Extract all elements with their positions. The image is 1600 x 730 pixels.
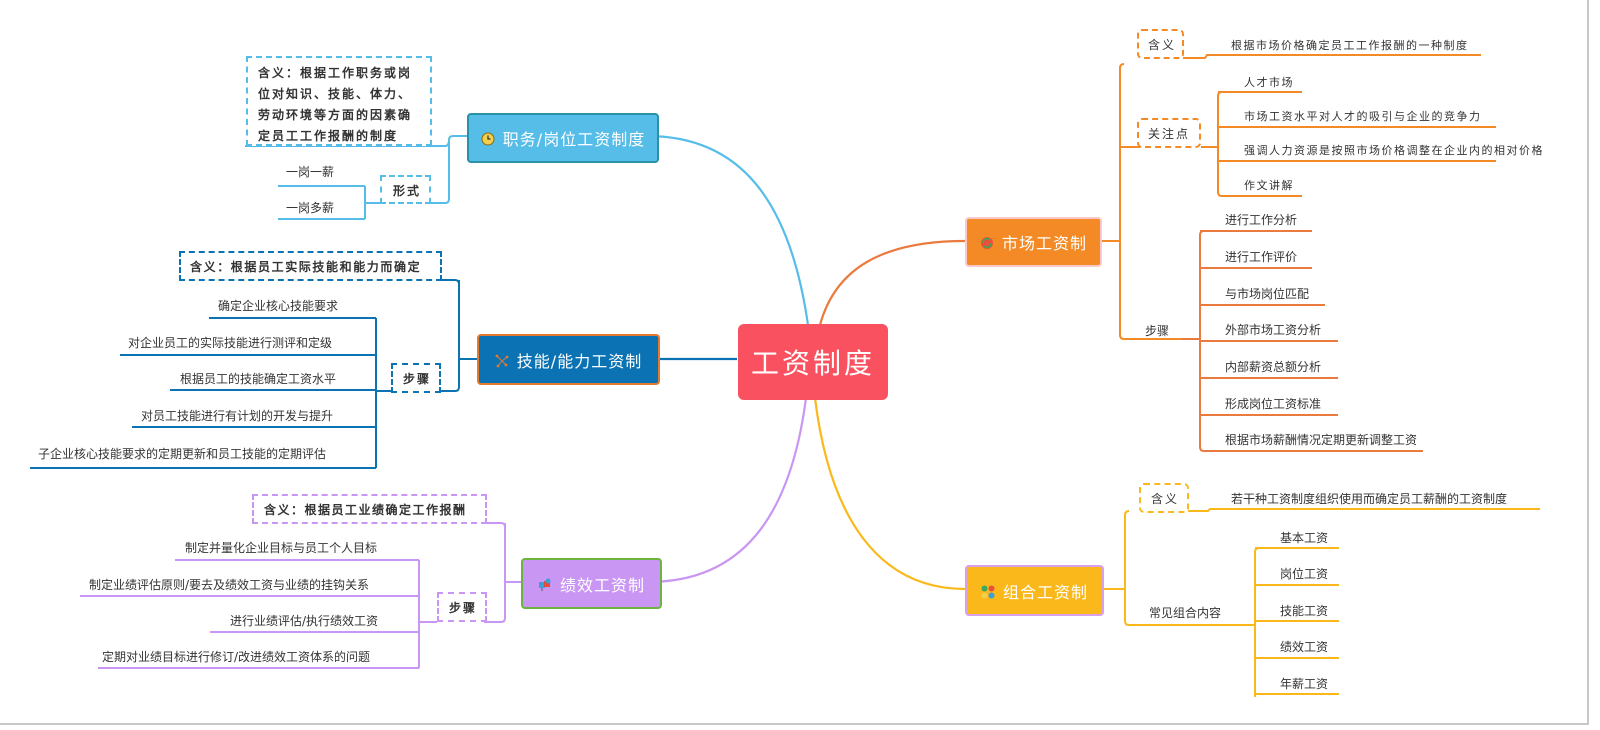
market-step[interactable]: 进行工作评价 <box>1225 250 1298 264</box>
combined-content-item[interactable]: 岗位工资 <box>1280 567 1329 581</box>
combined-meaning-text[interactable]: 若干种工资制度组织使用而确定员工薪酬的工资制度 <box>1231 492 1508 506</box>
clock-icon <box>481 131 495 146</box>
branch-label-market: 市场工资制 <box>1001 234 1087 253</box>
branch-node-position[interactable]: 职务/岗位工资制度 <box>467 113 659 163</box>
market-focus-item[interactable]: 人才市场 <box>1244 76 1294 89</box>
skill-steps-label: 步骤 <box>403 372 432 386</box>
market-meaning-text[interactable]: 根据市场价格确定员工工作报酬的一种制度 <box>1231 39 1469 52</box>
market-step[interactable]: 与市场岗位匹配 <box>1225 287 1310 301</box>
market-steps-label: 步骤 <box>1145 324 1170 338</box>
position-meaning-box[interactable] <box>246 56 432 146</box>
branch-node-market[interactable]: 市场工资制 <box>965 217 1102 267</box>
combined-content-item[interactable]: 基本工资 <box>1280 531 1329 545</box>
performance-step[interactable]: 制定业绩评估原则/要去及绩效工资与业绩的挂钩关系 <box>89 578 370 592</box>
combined-meaning-box[interactable] <box>1139 483 1189 513</box>
skill-step[interactable]: 对企业员工的实际技能进行测评和定级 <box>128 336 333 350</box>
performance-step[interactable]: 制定并量化企业目标与员工个人目标 <box>185 541 378 555</box>
root-node[interactable]: 工资制度 <box>738 324 888 400</box>
branch-node-performance[interactable]: 绩效工资制 <box>521 558 662 609</box>
refresh-icon <box>980 235 994 249</box>
performance-step[interactable]: 定期对业绩目标进行修订/改进绩效工资体系的问题 <box>102 650 371 664</box>
market-focus-item[interactable]: 作文讲解 <box>1244 179 1294 192</box>
position-meaning-text: 含义：根据工作职务或岗 位对知识、技能、体力、 劳动环境等方面的因素确 定员工工… <box>258 66 413 143</box>
branch-label-position: 职务/岗位工资制度 <box>502 130 646 149</box>
position-form-box[interactable] <box>380 175 431 204</box>
market-step[interactable]: 形成岗位工资标准 <box>1225 397 1322 411</box>
performance-meaning-text: 含义：根据员工业绩确定工作报酬 <box>264 503 467 517</box>
skill-meaning-box[interactable] <box>179 251 442 281</box>
performance-steps-label: 步骤 <box>449 601 478 615</box>
skill-steps-box[interactable] <box>391 363 441 393</box>
skill-step[interactable]: 确定企业核心技能要求 <box>218 299 339 313</box>
market-focus-item[interactable]: 强调人力资源是按照市场价格调整在企业内的相对价格 <box>1244 144 1544 157</box>
connector-root-combined <box>813 397 966 591</box>
combined-content-item[interactable]: 技能工资 <box>1280 604 1329 618</box>
branch-node-combined[interactable]: 组合工资制 <box>965 565 1104 616</box>
combined-meaning-label: 含义 <box>1151 492 1180 506</box>
connector-root-performance <box>647 397 808 584</box>
position-form-item[interactable]: 一岗一薪 <box>286 165 335 179</box>
combined-content-item[interactable]: 年薪工资 <box>1280 677 1329 691</box>
combined-content-label: 常见组合内容 <box>1149 606 1222 620</box>
network-icon <box>495 353 509 367</box>
position-form-item[interactable]: 一岗多薪 <box>286 201 335 215</box>
market-meaning-box[interactable] <box>1137 29 1184 59</box>
skill-meaning-text: 含义：根据员工实际技能和能力而确定 <box>190 260 422 274</box>
branch-node-skill[interactable]: 技能/能力工资制 <box>477 334 660 385</box>
connector-root-market <box>818 239 966 326</box>
branch-label-performance: 绩效工资制 <box>559 575 645 595</box>
performance-meaning-box[interactable] <box>252 494 487 524</box>
performance-steps-box[interactable] <box>437 592 487 622</box>
branch-label-combined: 组合工资制 <box>1002 582 1088 602</box>
combined-content-item[interactable]: 绩效工资 <box>1280 640 1329 654</box>
market-step[interactable]: 内部薪资总额分析 <box>1225 360 1322 374</box>
market-step[interactable]: 外部市场工资分析 <box>1225 323 1322 337</box>
market-meaning-label: 含义 <box>1148 38 1177 52</box>
skill-step[interactable]: 子企业核心技能要求的定期更新和员工技能的定期评估 <box>38 447 327 461</box>
grid-icon <box>981 584 995 598</box>
skill-step[interactable]: 根据员工的技能确定工资水平 <box>180 372 337 386</box>
market-focus-label: 关注点 <box>1148 127 1191 141</box>
market-focus-item[interactable]: 市场工资水平对人才的吸引与企业的竞争力 <box>1244 110 1482 123</box>
performance-step[interactable]: 进行业绩评估/执行绩效工资 <box>230 614 379 628</box>
cubes-icon <box>538 577 552 591</box>
root-label: 工资制度 <box>750 347 875 380</box>
market-step[interactable]: 根据市场薪酬情况定期更新调整工资 <box>1225 433 1418 447</box>
skill-step[interactable]: 对员工技能进行有计划的开发与提升 <box>141 409 334 423</box>
market-step[interactable]: 进行工作分析 <box>1225 213 1298 227</box>
connector-root-position <box>646 134 810 326</box>
position-form-label: 形式 <box>393 184 422 198</box>
market-focus-box[interactable] <box>1137 118 1201 148</box>
branch-label-skill: 技能/能力工资制 <box>516 351 643 371</box>
